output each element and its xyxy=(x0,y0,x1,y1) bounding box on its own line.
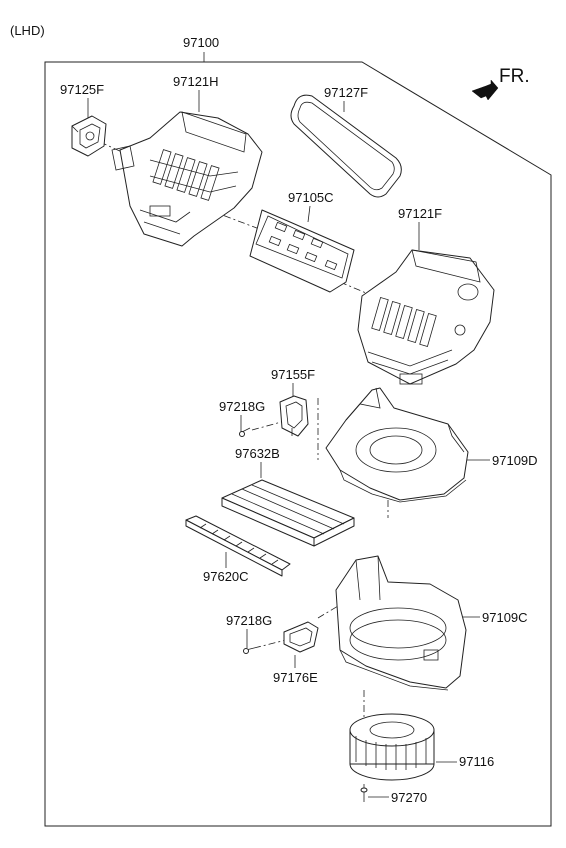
part-label-97125F: 97125F xyxy=(60,82,104,97)
front-arrow-icon xyxy=(471,79,499,101)
leader-lines xyxy=(87,90,490,798)
actuator-97125F xyxy=(71,115,107,157)
filter-97632B xyxy=(221,479,355,547)
front-direction-label: FR. xyxy=(499,66,530,87)
part-label-97218G-upper: 97218G xyxy=(219,399,265,414)
blower-case-97109C xyxy=(335,555,467,691)
part-label-97270: 97270 xyxy=(391,790,427,805)
cover-97620C xyxy=(185,515,291,577)
part-label-97127F: 97127F xyxy=(324,85,368,100)
part-label-97632B: 97632B xyxy=(235,446,280,461)
screw-97218G-lower xyxy=(243,647,255,654)
heater-case-97121H xyxy=(111,111,263,247)
part-label-97121F: 97121F xyxy=(398,206,442,221)
resistor-97155F xyxy=(279,395,309,437)
screw-97270 xyxy=(360,787,368,802)
part-label-97176E: 97176E xyxy=(273,670,318,685)
part-label-97218G-lower: 97218G xyxy=(226,613,272,628)
blower-case-97109D xyxy=(325,387,469,503)
variant-label: (LHD) xyxy=(10,23,45,38)
part-label-97116: 97116 xyxy=(459,754,494,769)
assembly-label: 97100 xyxy=(183,35,219,50)
resistor-97176E xyxy=(283,621,319,653)
part-label-97109D: 97109D xyxy=(492,453,538,468)
seal-97127F xyxy=(290,94,402,198)
part-label-97109C: 97109C xyxy=(482,610,528,625)
part-label-97105C: 97105C xyxy=(288,190,334,205)
part-label-97155F: 97155F xyxy=(271,367,315,382)
part-label-97121H: 97121H xyxy=(173,74,219,89)
blower-motor-97116 xyxy=(349,713,435,781)
screw-97218G-upper xyxy=(239,427,251,437)
part-label-97620C: 97620C xyxy=(203,569,249,584)
assembly-frame xyxy=(44,61,552,827)
heater-case-97121F xyxy=(357,249,495,385)
core-97105C xyxy=(249,209,355,293)
